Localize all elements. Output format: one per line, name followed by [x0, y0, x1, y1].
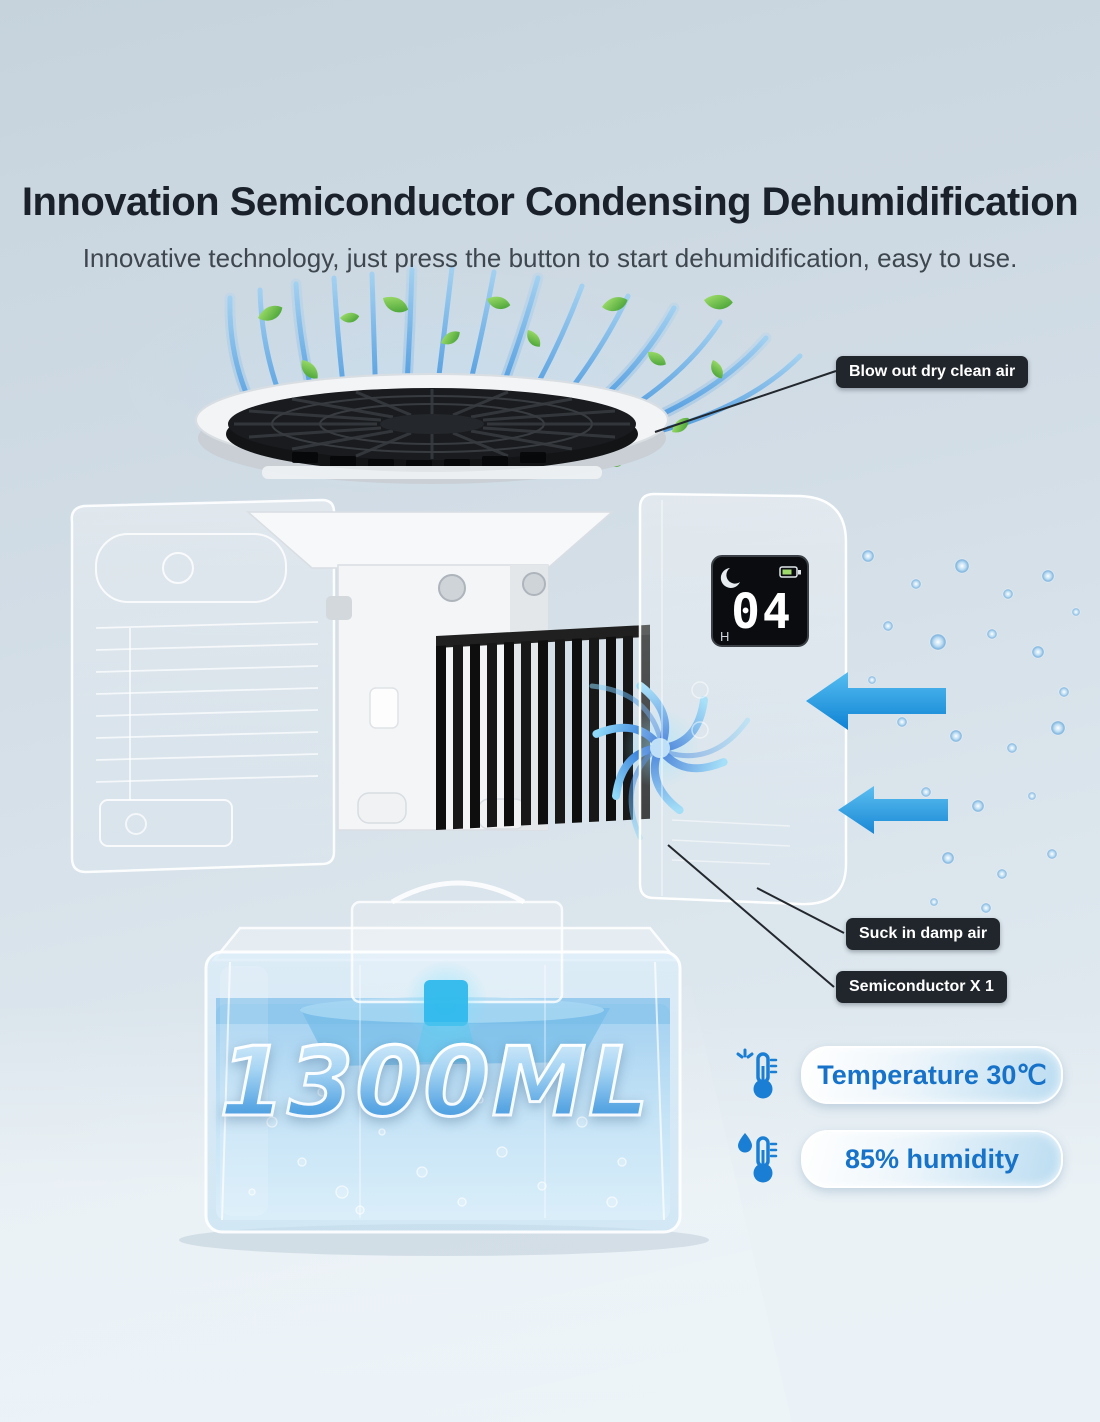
condenser-glow — [404, 960, 488, 1062]
callout-semiconductor: Semiconductor X 1 — [836, 971, 1007, 1003]
filter-fins — [95, 621, 319, 800]
moon-icon — [720, 568, 740, 588]
tank-capacity-label: 1300ML — [195, 1027, 675, 1140]
callout-suck-in: Suck in damp air — [846, 918, 1001, 950]
water-droplets — [861, 549, 1081, 914]
callout-lines — [654, 370, 845, 988]
blow-out-leader-line — [654, 370, 837, 433]
air-intake-arrows — [806, 672, 948, 834]
temperature-badge: Temperature 30℃ — [733, 1046, 1063, 1104]
fan-grille-slats — [234, 389, 630, 459]
arrow-left-icon — [806, 672, 946, 730]
right-panel-details — [671, 681, 791, 865]
water-tank — [204, 880, 682, 1234]
arrow-left-icon — [838, 786, 948, 834]
callout-blow-out: Blow out dry clean air — [836, 356, 1029, 388]
water-bubbles — [248, 1087, 627, 1215]
right-panel: 04 H — [638, 492, 848, 906]
display-hour-label: H — [720, 629, 729, 644]
left-filter-panel — [70, 498, 336, 874]
humidity-badge: 85% humidity — [733, 1130, 1063, 1188]
display-panel: 04 H — [711, 555, 809, 647]
page-title: Innovation Semiconductor Condensing Dehu… — [21, 180, 1079, 224]
humidity-icon — [738, 1133, 778, 1183]
suck-in-leader-line — [756, 887, 845, 934]
display-value: 04 — [731, 584, 793, 640]
semiconductor-leader-line — [667, 844, 835, 988]
spec-badges: Temperature 30℃ 85% humidity — [733, 1046, 1063, 1188]
battery-icon — [779, 566, 801, 578]
temperature-icon — [736, 1048, 778, 1099]
page-subtitle: Innovative technology, just press the bu… — [82, 243, 1018, 273]
temperature-badge-label: Temperature 30℃ — [801, 1046, 1063, 1104]
fan-unit — [195, 373, 669, 484]
humidity-badge-label: 85% humidity — [801, 1130, 1063, 1188]
